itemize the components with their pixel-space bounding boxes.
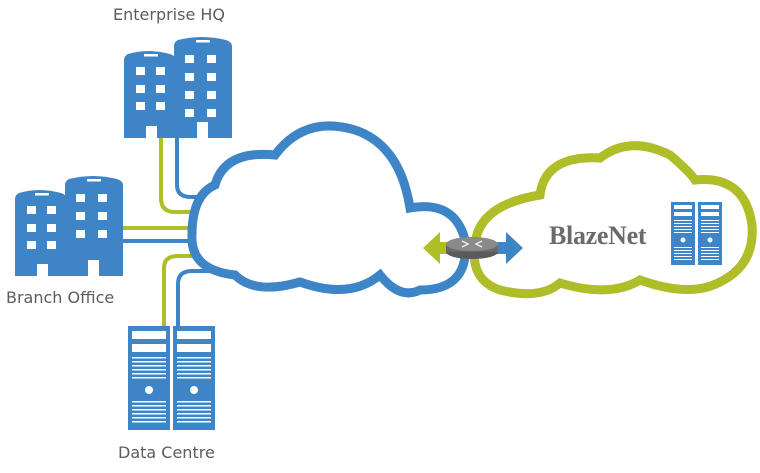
dc-server-icon [128,326,215,430]
wan-cloud-icon [187,121,470,298]
hq-link-green [159,136,200,214]
blazenet-server-icon [671,202,722,265]
hq-link-blue [175,136,210,199]
dc-link-blue [176,269,210,326]
hq-building-icon [124,37,232,138]
blazenet-label: BlazeNet [549,221,647,250]
connector-lines [120,136,210,326]
router-icon [446,237,498,259]
data-centre-label: Data Centre [118,443,215,462]
dc-link-green [162,254,200,326]
branch-office-label: Branch Office [6,288,115,307]
enterprise-hq-label: Enterprise HQ [113,5,226,24]
arrow-left-icon [423,232,455,264]
branch-building-icon [15,176,123,276]
arrow-right-icon [490,232,523,264]
